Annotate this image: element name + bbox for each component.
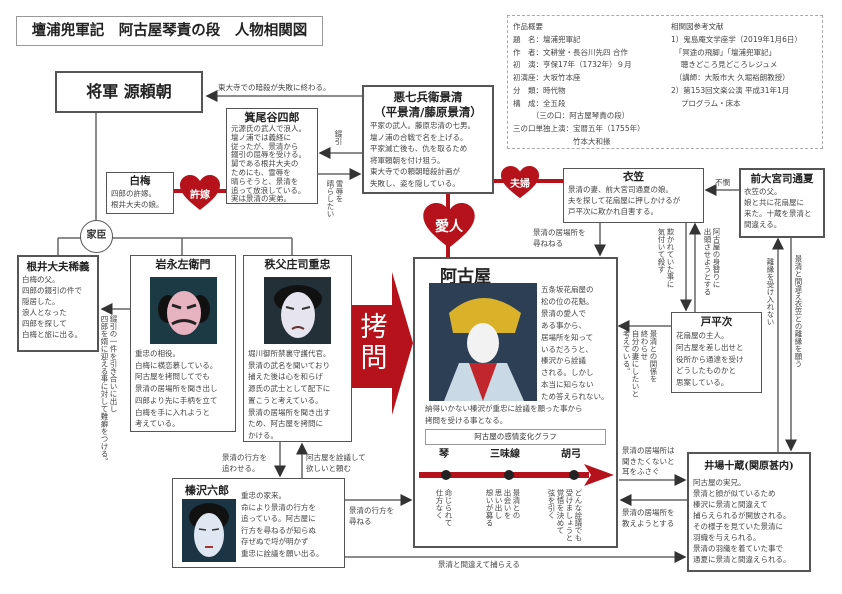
torture-label: 拷問	[360, 312, 388, 374]
stage-shamisen: 三味線	[490, 449, 520, 460]
char-desc: 重忠の家来。 命により景清の行方を 追っている。阿古屋に 行方を尋ねるが知らぬ …	[241, 491, 324, 558]
char-shiraume: 白梅 四郎の許嫁。 根井大夫の娘。	[106, 172, 174, 214]
rel-taheiji-akoya: 景清との関係を 終わらせ 自分の妻にしたいと 考えている。	[622, 330, 658, 398]
char-desc: 衣笠の父。 娘と共に花扇屋に 来た。十蔵を景清と 間違える。	[744, 187, 812, 229]
char-desc: 白梅の父。 四郎の錣引の件で 隠居した。 浪人となった 四郎を探して 白梅と旅に…	[22, 275, 82, 339]
stage-dot	[441, 470, 451, 480]
stage-koto-note: 命じられて 仕方なく	[435, 489, 453, 527]
rel-shikorobiki: 錣引	[334, 130, 343, 145]
title-box: 壇浦兜軍記 阿古屋琴責の段 人物相関図	[16, 16, 323, 46]
torture-arrow: 拷問	[351, 272, 413, 415]
char-michinatsu: 前大宮司通夏 衣笠の父。 娘と共に花扇屋に 来た。十蔵を景清と 間違える。	[739, 168, 825, 238]
iwanaga-puppet-image	[149, 277, 217, 344]
rel-capture: 景清と間違えて捕らえる	[438, 560, 520, 569]
refs-title: 相関図参考文献	[671, 22, 724, 31]
char-name: 榛沢六郎	[185, 484, 229, 497]
char-shiro: 箕尾谷四郎 元源氏の武人で浪人。 壇ノ浦では義経に 従ったが、景清から 錣引の屈…	[226, 108, 318, 204]
fiance-label: 許嫁	[190, 189, 210, 201]
char-name: 悪七兵衛景清 （平景清/藤原景清）	[374, 90, 482, 119]
char-desc: 堀川御所禁裏守護代官。 景清の武名を聞いており 捕えた後は心を和らげ 源氏の武士…	[248, 349, 331, 440]
rel-tell: 景清の居場所を 教えようとする	[622, 508, 675, 528]
char-kinugasa: 衣笠 景清の妻、前大宮司通夏の娘。 夫を探して花扇屋に押しかけるが 戸平次に欺か…	[563, 168, 704, 223]
emotion-graph-title: 阿古屋の感情変化グラフ	[425, 429, 606, 445]
heart-lover: 愛人	[422, 203, 476, 249]
char-yoritomo: 将軍 源頼朝	[55, 71, 203, 113]
heart-icon	[180, 175, 220, 210]
heart-couple: 夫婦	[500, 166, 540, 199]
char-desc: 四郎の許嫁。 根井大夫の娘。	[111, 189, 164, 209]
lover-label: 愛人	[435, 219, 463, 235]
rel-chase: 景清の行方を 追わせる。	[222, 453, 267, 473]
hanzawa-puppet-image	[182, 499, 236, 562]
shigetada-puppet-image	[264, 277, 331, 344]
couple-label: 夫婦	[510, 179, 530, 190]
stage-kokyu: 胡弓	[561, 449, 581, 460]
char-name: 根井大夫稀義	[26, 261, 90, 273]
char-akoya: 阿古屋 五条坂花扇屋の 松の位の花魁。 景清の愛人で ある事から、 居場所を知っ…	[413, 257, 618, 548]
rel-ask-where: 景清の居場所を 尋ねねる	[533, 228, 586, 248]
heart-icon	[500, 166, 540, 199]
char-shigetada: 秩父庄司重忠 堀川御所禁裏守護代官。 景清の武名を聞いており 捕えた後は心を和ら…	[243, 255, 352, 442]
heart-fiance: 許嫁	[179, 175, 221, 211]
char-name: 秩父庄司重忠	[264, 258, 331, 271]
rel-substitute: 阿古屋の身替りに 出頭させようとする	[703, 228, 721, 296]
rel-hanzawa-ask: 景清の行方を 尋ねる	[349, 506, 394, 526]
info-box: 作品概要 題 名：壇浦兜軍記 作 者：文耕堂・長谷川先四 合作 初 演：亨保17…	[507, 15, 823, 149]
char-name: 衣笠	[623, 171, 644, 183]
stage-dot	[504, 470, 514, 480]
char-desc: 花扇屋の主人。 阿古屋を差し出せと 役所から通達を受け どうしたものかと 思案し…	[676, 331, 744, 388]
rel-pity: 不憫	[715, 178, 730, 187]
rel-nei-note: 錣引の一件を引き合いに出し 四郎を婿に迎える事に対して難癖をつける。	[100, 315, 118, 465]
emotion-graph-arrow	[419, 464, 614, 486]
page-title: 壇浦兜軍記 阿古屋琴責の段 人物相関図	[31, 22, 308, 39]
rel-request: 阿古屋を詮議して 欲しいと頼む	[306, 453, 366, 473]
akoya-puppet-image	[429, 283, 537, 401]
rel-refuse-divorce: 離縁を受け入れない	[766, 258, 775, 326]
char-name: 阿古屋	[440, 267, 491, 287]
char-name: 岩永左衛門	[155, 258, 211, 271]
char-iwanaga: 岩永左衛門 重忠の相役。 白梅に横恋慕している。 阿古屋を拷問してでも 景清の居…	[130, 255, 236, 432]
char-taheiji: 戸平次 花扇屋の主人。 阿古屋を差し出せと 役所から通達を受け どうしたものかと…	[671, 312, 762, 393]
char-name: 白梅	[129, 175, 151, 187]
stage-shamisen-note: 景清との 出会いを 思い出し 想いが募る	[485, 489, 521, 527]
rel-noticed: 欺かれていた事に 気付いて殺す	[657, 228, 675, 288]
stage-dot	[569, 470, 579, 480]
heart-icon	[423, 203, 475, 248]
stage-kokyu-note: どんな詮議でも 受けましょうと 覚悟を決めて 弦を引く	[547, 489, 583, 542]
char-desc: 五条坂花扇屋の 松の位の花魁。 景清の愛人で ある事から、 居場所を知って いる…	[541, 285, 609, 402]
overview-text: 題 名：壇浦兜軍記 作 者：文耕堂・長谷川先四 合作 初 演：亨保17年（173…	[513, 35, 645, 146]
overview-title: 作品概要	[513, 22, 543, 31]
char-nei: 根井大夫稀義 白梅の父。 四郎の錣引の件で 隠居した。 浪人となった 四郎を探し…	[17, 255, 99, 352]
rel-revenge: 雪辱を 晴らしたい	[326, 180, 344, 218]
char-name: 戸平次	[700, 316, 733, 328]
big-arrow-icon	[352, 272, 413, 415]
char-desc: 景清の妻、前大宮司通夏の娘。 夫を探して花扇屋に押しかけるが 戸平次に欺かれ自害…	[568, 185, 681, 216]
char-name: 井場十蔵(関原甚内)	[704, 461, 794, 472]
rel-ears: 景清の居場所は 聞きたくないと 耳をふさぐ	[622, 446, 675, 476]
refs-text: 1）鬼島庵文学座学（2019年1月6日） 「冥途の飛脚」「壇浦兜軍記」 聴きどこ…	[671, 35, 802, 108]
stage-koto: 琴	[439, 449, 449, 460]
char-name: 将軍 源頼朝	[86, 82, 172, 101]
rel-want-divorce: 景清と間違え衣笠との離縁を願う	[794, 255, 803, 368]
char-desc: 重忠の相役。 白梅に横恋慕している。 阿古屋を拷問してでも 景清の居場所を聞き出…	[135, 349, 218, 429]
char-desc: 元源氏の武人で浪人。 壇ノ浦では義経に 従ったが、景清から 錣引の屈辱を受ける。…	[231, 124, 306, 204]
char-desc-2: 納得いかない榛沢が重忠に詮議を願った事から 拷問を受ける事となる。	[425, 404, 583, 425]
char-name: 前大宮司通夏	[750, 173, 814, 185]
rel-assassination: 東大寺での暗殺が失敗に終わる。	[218, 83, 331, 92]
char-hanzawa: 榛沢六郎 重忠の家来。 命により景清の行方を 追っている。阿古屋に 行方を尋ねる…	[172, 478, 345, 568]
char-kagekiyo: 悪七兵衛景清 （平景清/藤原景清） 平家の武人。藤原忠清の七男。 壇ノ浦の合戦で…	[362, 85, 494, 194]
retainer-circle: 家臣	[80, 220, 113, 253]
char-juzo: 井場十蔵(関原甚内) 阿古屋の実兄。 景清と顔が似ているため 榛沢に景清と間違え…	[687, 452, 811, 572]
char-desc: 平家の武人。藤原忠清の七男。 壇ノ浦の合戦で名を上げる。 平家滅亡後も、仇を取る…	[370, 121, 475, 188]
char-desc: 阿古屋の実兄。 景清と顔が似ているため 榛沢に景清と間違えて 捕らえられるが開放…	[693, 478, 791, 564]
char-name: 箕尾谷四郎	[244, 111, 300, 124]
